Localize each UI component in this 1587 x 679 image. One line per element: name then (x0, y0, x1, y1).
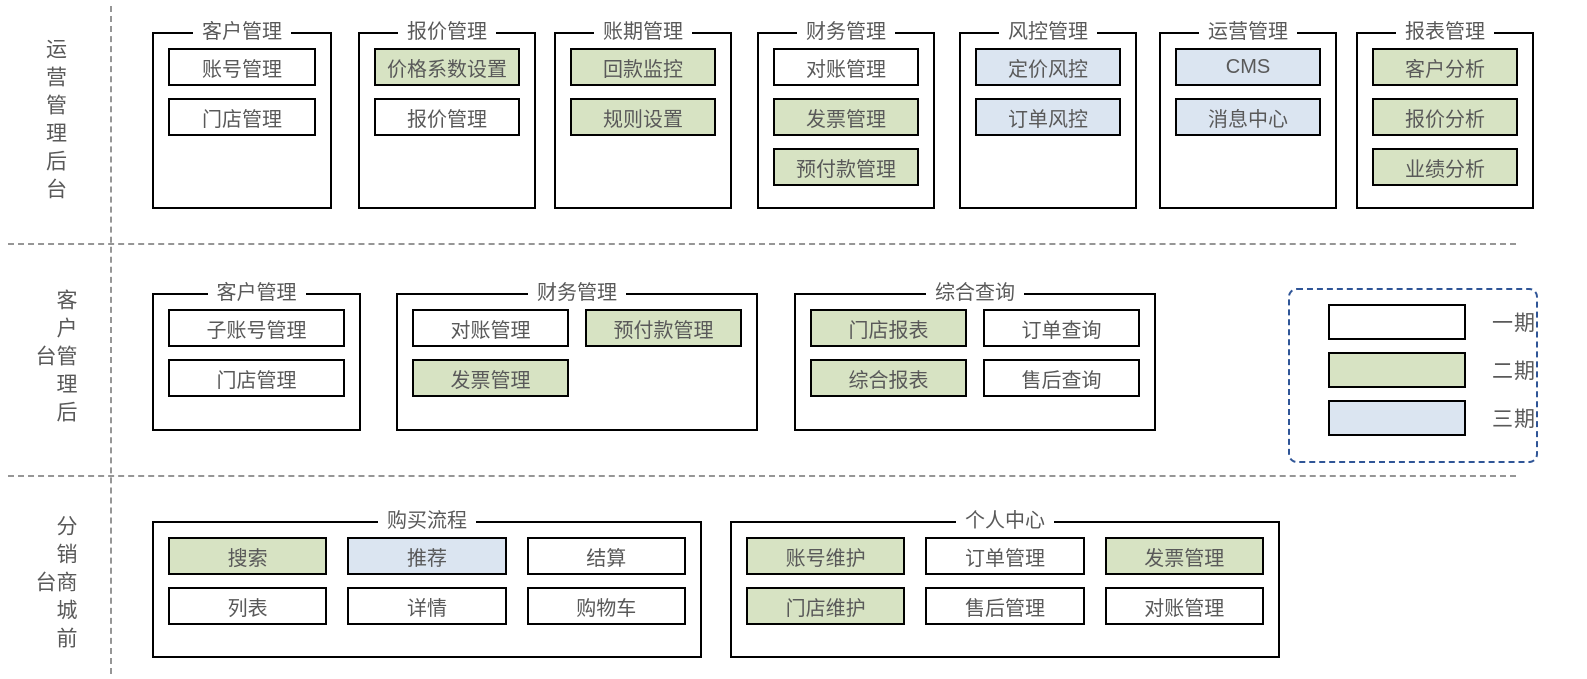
node-invoice-management[interactable]: 发票管理 (412, 359, 569, 397)
group-body: 价格系数设置 报价管理 (360, 34, 534, 207)
node-prepayment-management[interactable]: 预付款管理 (773, 148, 919, 186)
group-title: 报表管理 (1396, 21, 1494, 43)
node-order-management[interactable]: 订单管理 (925, 537, 1085, 575)
node-order-risk-control[interactable]: 订单风控 (975, 98, 1121, 136)
legend-item-phase2: 二期 (1328, 352, 1536, 388)
row-separator-top (8, 243, 1516, 245)
group-title: 财务管理 (528, 282, 626, 304)
group-body: 账号维护 订单管理 发票管理 门店维护 售后管理 对账管理 (732, 523, 1278, 656)
group-title: 财务管理 (797, 21, 895, 43)
node-store-management[interactable]: 门店管理 (168, 359, 345, 397)
group-customer-backend-finance: 财务管理 对账管理 预付款管理 发票管理 (396, 282, 758, 431)
node-performance-analysis[interactable]: 业绩分析 (1372, 148, 1518, 186)
node-customer-analysis[interactable]: 客户分析 (1372, 48, 1518, 86)
group-frontend-purchase-flow: 购买流程 搜索 推荐 结算 列表 详情 购物车 (152, 510, 702, 658)
group-body: 定价风控 订单风控 (961, 34, 1135, 207)
node-quotation-management[interactable]: 报价管理 (374, 98, 520, 136)
group-customer-backend-customer: 客户管理 子账号管理 门店管理 (152, 282, 361, 431)
group-operations-risk-control: 风控管理 定价风控 订单风控 (959, 21, 1137, 209)
node-list[interactable]: 列表 (168, 587, 328, 625)
group-body: 对账管理 发票管理 预付款管理 (759, 34, 933, 207)
group-body: 客户分析 报价分析 业绩分析 (1358, 34, 1532, 207)
node-after-sales-query[interactable]: 售后查询 (983, 359, 1140, 397)
group-body: 对账管理 预付款管理 发票管理 (398, 295, 756, 429)
group-title: 购买流程 (378, 510, 476, 532)
node-comprehensive-report[interactable]: 综合报表 (810, 359, 967, 397)
group-title: 客户管理 (193, 21, 291, 43)
legend-swatch-phase1 (1328, 304, 1466, 340)
node-reconciliation-management[interactable]: 对账管理 (773, 48, 919, 86)
group-operations-report: 报表管理 客户分析 报价分析 业绩分析 (1356, 21, 1534, 209)
legend-swatch-phase2 (1328, 352, 1466, 388)
group-title: 客户管理 (207, 282, 306, 304)
group-body: CMS 消息中心 (1161, 34, 1335, 207)
group-body: 账号管理 门店管理 (154, 34, 330, 207)
node-reconciliation-management[interactable]: 对账管理 (1104, 587, 1264, 625)
node-order-query[interactable]: 订单查询 (983, 309, 1140, 347)
legend-swatch-phase3 (1328, 400, 1466, 436)
group-operations-customer: 客户管理 账号管理 门店管理 (152, 21, 332, 209)
group-title: 运营管理 (1199, 21, 1297, 43)
row-label-distribution-frontend: 分销商城前台 (33, 515, 77, 655)
group-operations-operation: 运营管理 CMS 消息中心 (1159, 21, 1337, 209)
grid-spacer (585, 359, 742, 397)
group-operations-quotation: 报价管理 价格系数设置 报价管理 (358, 21, 536, 209)
legend-item-phase1: 一期 (1328, 304, 1536, 340)
node-sub-account-management[interactable]: 子账号管理 (168, 309, 345, 347)
group-customer-backend-query: 综合查询 门店报表 订单查询 综合报表 售后查询 (794, 282, 1156, 431)
legend-label-phase1: 一期 (1492, 312, 1536, 335)
legend-item-phase3: 三期 (1328, 400, 1536, 436)
group-body: 搜索 推荐 结算 列表 详情 购物车 (154, 523, 700, 656)
node-prepayment-management[interactable]: 预付款管理 (585, 309, 742, 347)
group-title: 综合查询 (926, 282, 1024, 304)
legend-label-phase2: 二期 (1492, 360, 1536, 383)
node-reconciliation-management[interactable]: 对账管理 (412, 309, 569, 347)
group-operations-finance: 财务管理 对账管理 发票管理 预付款管理 (757, 21, 935, 209)
group-frontend-personal-center: 个人中心 账号维护 订单管理 发票管理 门店维护 售后管理 对账管理 (730, 510, 1280, 658)
row-separator-bottom (8, 475, 1516, 477)
node-invoice-management[interactable]: 发票管理 (773, 98, 919, 136)
node-quotation-analysis[interactable]: 报价分析 (1372, 98, 1518, 136)
group-body: 回款监控 规则设置 (556, 34, 730, 207)
node-invoice-management[interactable]: 发票管理 (1104, 537, 1264, 575)
node-account-management[interactable]: 账号管理 (168, 48, 316, 86)
node-account-maintenance[interactable]: 账号维护 (746, 537, 906, 575)
legend-box: 一期 二期 三期 (1288, 288, 1538, 463)
group-title: 账期管理 (594, 21, 692, 43)
node-store-maintenance[interactable]: 门店维护 (746, 587, 906, 625)
node-store-management[interactable]: 门店管理 (168, 98, 316, 136)
group-operations-credit-period: 账期管理 回款监控 规则设置 (554, 21, 732, 209)
legend-label-phase3: 三期 (1492, 408, 1536, 431)
group-body: 子账号管理 门店管理 (154, 295, 359, 429)
node-pricing-risk-control[interactable]: 定价风控 (975, 48, 1121, 86)
label-column-separator (110, 6, 112, 674)
row-label-customer-backend: 客户管理后台 (33, 289, 77, 429)
node-checkout[interactable]: 结算 (526, 537, 686, 575)
group-title: 报价管理 (398, 21, 496, 43)
node-rule-setting[interactable]: 规则设置 (570, 98, 716, 136)
group-title: 风控管理 (999, 21, 1097, 43)
row-label-operations: 运营管理后台 (43, 38, 67, 206)
node-store-report[interactable]: 门店报表 (810, 309, 967, 347)
node-shopping-cart[interactable]: 购物车 (526, 587, 686, 625)
node-recommendation[interactable]: 推荐 (347, 537, 507, 575)
node-detail[interactable]: 详情 (347, 587, 507, 625)
node-after-sales-management[interactable]: 售后管理 (925, 587, 1085, 625)
node-cms[interactable]: CMS (1175, 48, 1321, 86)
node-price-coefficient-setting[interactable]: 价格系数设置 (374, 48, 520, 86)
group-title: 个人中心 (956, 510, 1054, 532)
group-body: 门店报表 订单查询 综合报表 售后查询 (796, 295, 1154, 429)
node-search[interactable]: 搜索 (168, 537, 328, 575)
node-payment-monitoring[interactable]: 回款监控 (570, 48, 716, 86)
node-message-center[interactable]: 消息中心 (1175, 98, 1321, 136)
